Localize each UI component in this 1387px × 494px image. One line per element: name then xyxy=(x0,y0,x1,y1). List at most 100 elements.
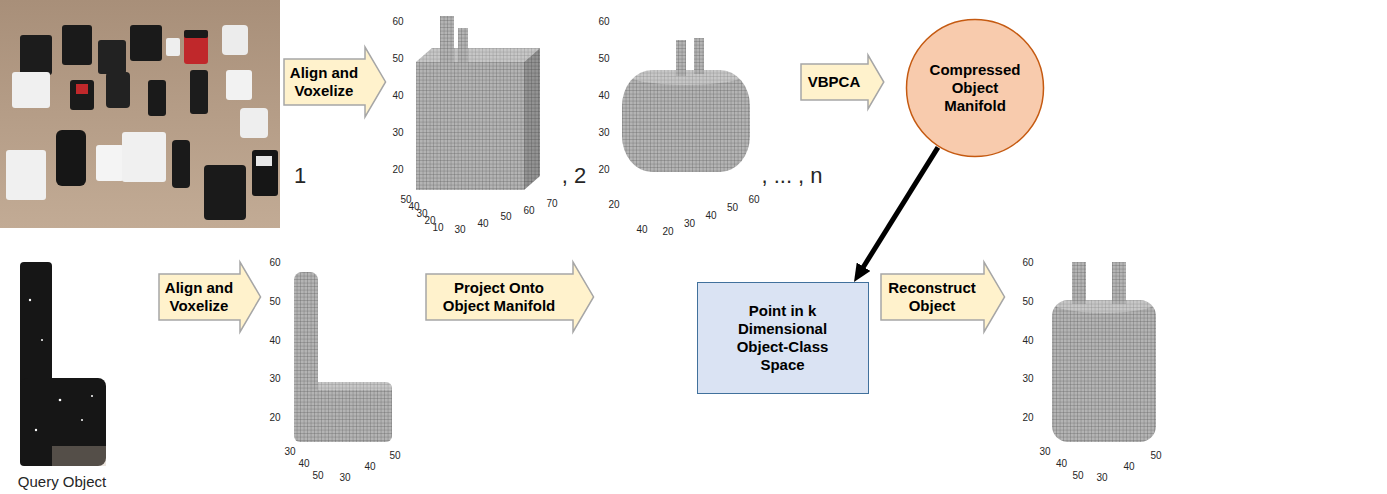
axis-tick: 20 xyxy=(662,227,673,237)
axis-tick: 70 xyxy=(546,199,557,209)
axis-tick: 40 xyxy=(636,225,647,235)
query-photo xyxy=(59,399,62,402)
charger-photo xyxy=(190,70,208,114)
node-text: Align and Voxelize xyxy=(162,279,236,315)
node-text: Compressed Object Manifold xyxy=(920,61,1030,115)
plot-index: , 2 xyxy=(562,165,586,187)
voxel-model xyxy=(416,48,540,62)
axis-tick: 60 xyxy=(523,206,534,216)
charger-photo xyxy=(172,140,190,188)
image-caption: Query Object xyxy=(18,474,106,489)
node-text-block: Project Onto Object Manifold xyxy=(429,279,569,315)
axis-tick: 40 xyxy=(1123,462,1134,472)
node-text-block: Align and Voxelize xyxy=(287,64,361,100)
charger-photo xyxy=(252,150,278,196)
voxel-model xyxy=(1112,262,1126,304)
charger-photo xyxy=(56,130,86,186)
charger-photo xyxy=(166,38,180,56)
node-text-block: Compressed Object Manifold xyxy=(920,61,1030,115)
charger-photo xyxy=(148,80,166,116)
axis-tick: 50 xyxy=(392,54,403,64)
space-box: Point in k Dimensional Object-Class Spac… xyxy=(697,282,869,394)
axis-tick: 30 xyxy=(1039,447,1050,457)
charger-photo xyxy=(62,25,92,65)
axis-tick: 20 xyxy=(608,200,619,210)
axis-tick: 20 xyxy=(598,165,609,175)
voxel-model xyxy=(458,28,468,62)
block-arrow-outline xyxy=(284,47,386,117)
node-text: Align and Voxelize xyxy=(287,64,361,100)
charger-photo xyxy=(96,145,124,181)
charger-photo xyxy=(70,80,94,110)
block-arrow: Reconstruct Object xyxy=(880,261,1006,333)
query-photo xyxy=(29,299,31,301)
axis-tick: 30 xyxy=(684,219,695,229)
axis-tick: 50 xyxy=(269,297,280,307)
charger-photo xyxy=(0,0,280,228)
axis-tick: 60 xyxy=(598,17,609,27)
axis-tick: 30 xyxy=(269,374,280,384)
axis-tick: 60 xyxy=(1022,258,1033,268)
axis-tick: 40 xyxy=(705,211,716,221)
plot-index: , ... , n xyxy=(761,165,822,187)
charger-photo xyxy=(256,156,272,166)
axis-tick: 30 xyxy=(284,447,295,457)
voxel-model xyxy=(1052,300,1156,442)
axis-tick: 40 xyxy=(392,91,403,101)
block-arrow: Align and Voxelize xyxy=(283,46,387,118)
axis-tick: 40 xyxy=(364,462,375,472)
voxel-model xyxy=(318,382,392,390)
node-text: VBPCA xyxy=(804,73,864,91)
axis-tick: 40 xyxy=(298,459,309,469)
node-text: Point in k Dimensional Object-Class Spac… xyxy=(717,302,849,374)
manifold-arrow xyxy=(859,147,938,273)
axis-tick: 40 xyxy=(598,91,609,101)
axis-tick: 30 xyxy=(1096,473,1107,483)
axis-tick: 60 xyxy=(392,17,403,27)
charger-photo xyxy=(76,84,88,94)
voxel-model xyxy=(294,272,392,442)
axis-tick: 50 xyxy=(389,451,400,461)
voxel-model xyxy=(622,38,750,172)
axis-tick: 40 xyxy=(477,219,488,229)
query-photo xyxy=(20,262,106,466)
axis-tick: 50 xyxy=(598,54,609,64)
axis-tick: 60 xyxy=(748,195,759,205)
axis-tick: 20 xyxy=(1022,413,1033,423)
axis-tick: 20 xyxy=(269,413,280,423)
query-photo xyxy=(41,339,43,341)
axis-tick: 50 xyxy=(1072,471,1083,481)
block-arrow: VBPCA xyxy=(800,54,885,110)
charger-photo xyxy=(184,30,208,38)
charger-photo xyxy=(226,70,252,100)
block-arrow-outline xyxy=(159,262,261,332)
charger-photo xyxy=(204,165,246,220)
block-arrow: Align and Voxelize xyxy=(158,261,262,333)
query-photo xyxy=(20,378,106,466)
axis-tick: 50 xyxy=(1022,297,1033,307)
voxel-model xyxy=(294,382,392,442)
voxel-model xyxy=(524,48,540,190)
voxel-model xyxy=(1072,262,1086,304)
block-arrow-outline xyxy=(801,55,884,109)
block-arrow-outline xyxy=(881,262,1005,332)
query-photo xyxy=(52,446,106,466)
node-text-block: VBPCA xyxy=(804,73,864,91)
plot-index: 1 xyxy=(294,165,306,187)
voxel-model xyxy=(416,16,540,190)
voxel-model xyxy=(676,40,686,76)
charger-photo xyxy=(12,72,50,108)
voxel-model xyxy=(440,16,454,62)
query-photo xyxy=(81,419,83,421)
query-photo xyxy=(35,429,37,431)
voxel-model xyxy=(416,62,524,190)
charger-photo xyxy=(106,72,130,108)
node-text-block: Point in k Dimensional Object-Class Spac… xyxy=(717,302,849,374)
charger-photo xyxy=(240,108,268,138)
charger-photo xyxy=(0,0,280,228)
node-text-block: Align and Voxelize xyxy=(162,279,236,315)
manifold-circle: Compressed Object Manifold xyxy=(905,18,1045,158)
axis-tick: 10 xyxy=(432,223,443,233)
